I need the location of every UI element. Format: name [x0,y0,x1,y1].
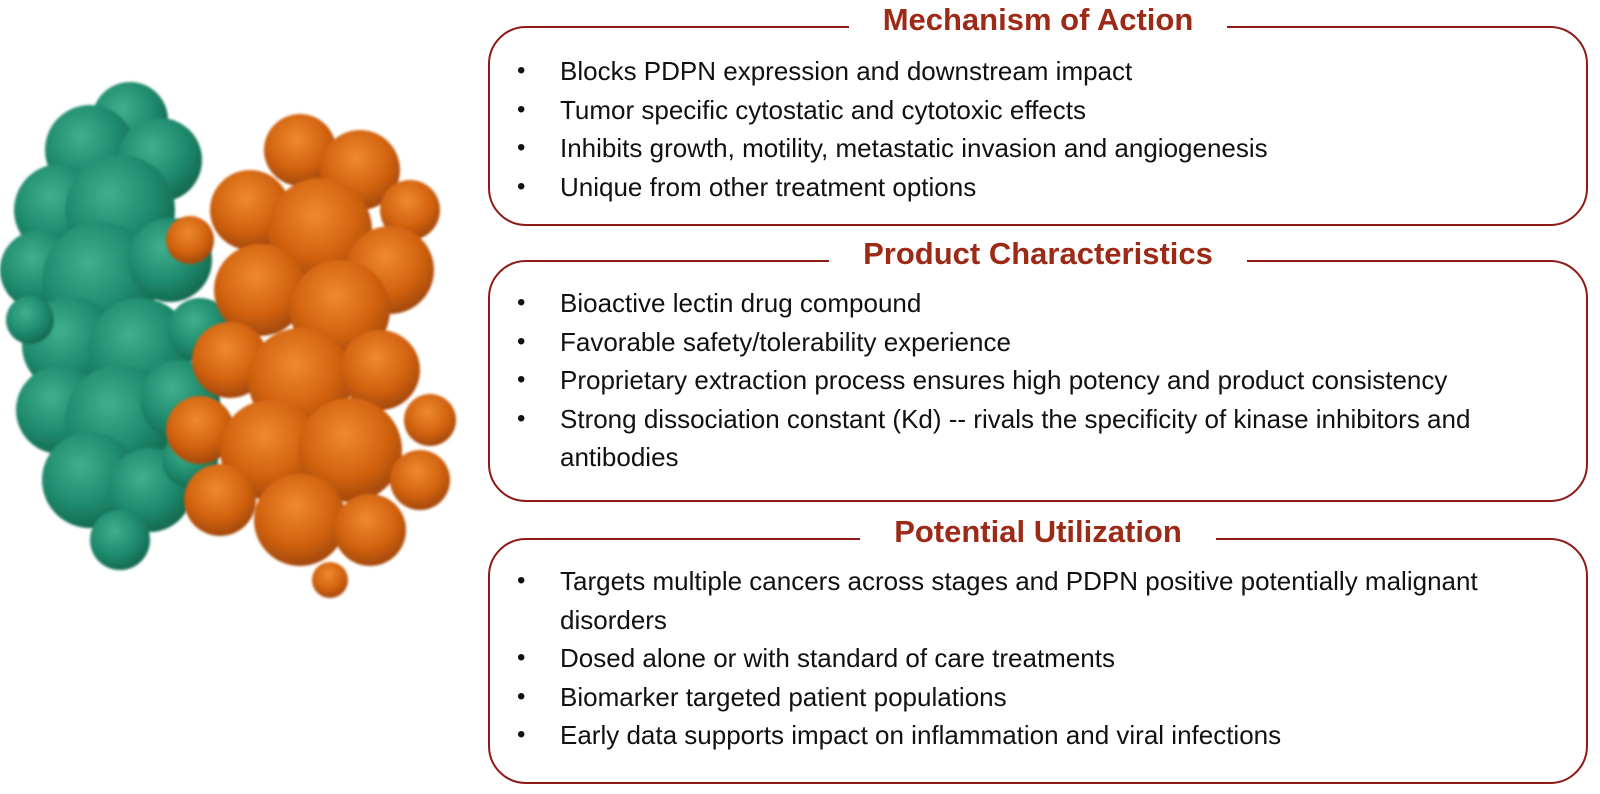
product-characteristics-panel: Product Characteristics •Bioactive lecti… [488,234,1588,502]
bullet-list: •Targets multiple cancers across stages … [490,562,1586,755]
bullet-icon: • [517,172,526,200]
bullet-icon: • [517,721,526,748]
bullet-icon: • [517,366,526,393]
bullet-icon: • [517,134,526,161]
bullet-icon: • [517,327,526,355]
bullet-icon: • [517,567,526,594]
bullet-list: •Blocks PDPN expression and downstream i… [490,52,1586,206]
list-item: •Blocks PDPN expression and downstream i… [490,52,1586,91]
bullet-icon: • [517,404,526,432]
list-item: •Unique from other treatment options [490,168,1586,207]
list-item: •Inhibits growth, motility, metastatic i… [490,129,1586,168]
list-item: •Early data supports impact on inflammat… [490,716,1586,755]
bullet-list: •Bioactive lectin drug compound •Favorab… [490,284,1586,477]
bullet-icon: • [517,289,526,316]
list-item: •Dosed alone or with standard of care tr… [490,639,1586,678]
list-item: •Biomarker targeted patient populations [490,678,1586,717]
potential-utilization-panel: Potential Utilization •Targets multiple … [488,512,1588,784]
list-item: •Strong dissociation constant (Kd) -- ri… [490,400,1586,477]
orange-subunit [166,114,456,598]
bullet-icon: • [517,95,526,123]
bullet-icon: • [517,57,526,84]
panel-title: Product Characteristics [829,234,1247,274]
bullet-icon: • [517,682,526,710]
list-item: •Proprietary extraction process ensures … [490,361,1586,400]
panel-title: Mechanism of Action [848,0,1228,40]
protein-structure-image [0,82,456,598]
list-item: •Tumor specific cytostatic and cytotoxic… [490,91,1586,130]
panel-title: Potential Utilization [860,512,1216,552]
bullet-icon: • [517,644,526,671]
list-item: •Targets multiple cancers across stages … [490,562,1586,639]
list-item: •Favorable safety/tolerability experienc… [490,323,1586,362]
list-item: •Bioactive lectin drug compound [490,284,1586,323]
mechanism-of-action-panel: Mechanism of Action •Blocks PDPN express… [488,0,1588,226]
